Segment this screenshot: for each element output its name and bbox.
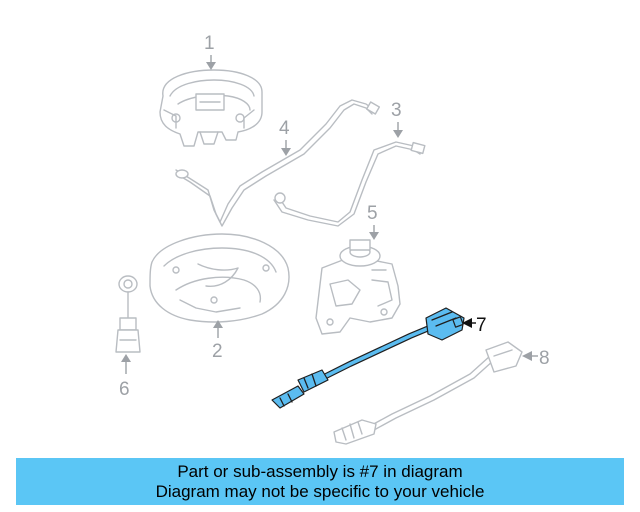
part-6-sensor[interactable] <box>115 275 141 353</box>
callout-7-number: 7 <box>476 315 487 336</box>
part-2-shield[interactable] <box>149 233 290 323</box>
callout-2-number: 2 <box>212 341 223 362</box>
part-1-canister[interactable] <box>159 69 263 147</box>
part-7-connector <box>425 307 465 341</box>
callout-3-number: 3 <box>391 100 402 121</box>
part-7-sensor-tip <box>271 385 305 409</box>
banner-line-2: Diagram may not be specific to your vehi… <box>155 481 485 501</box>
callout-7: 7 <box>462 315 487 336</box>
callout-5: 5 <box>367 203 379 240</box>
callout-4-number: 4 <box>279 118 290 139</box>
callout-6-number: 6 <box>119 379 130 400</box>
part-3-hose[interactable] <box>273 141 426 227</box>
info-banner: Part or sub-assembly is #7 in diagram Di… <box>16 458 624 505</box>
callout-5-number: 5 <box>367 203 378 224</box>
part-5-valve[interactable] <box>315 239 401 335</box>
part-4-tube[interactable] <box>175 99 381 227</box>
part-7-sensor-nut <box>297 369 329 393</box>
banner-line-1: Part or sub-assembly is #7 in diagram <box>177 461 463 481</box>
callout-3: 3 <box>391 100 403 138</box>
callout-4: 4 <box>279 118 291 156</box>
callout-8: 8 <box>522 348 550 369</box>
callout-1-number: 1 <box>204 33 215 54</box>
part-7-oxygen-sensor[interactable] <box>271 307 465 409</box>
callout-2: 2 <box>212 320 223 362</box>
callout-1: 1 <box>204 33 216 70</box>
part-8-oxygen-sensor[interactable] <box>333 341 523 445</box>
callout-8-number: 8 <box>539 348 550 369</box>
callout-6: 6 <box>119 354 131 400</box>
